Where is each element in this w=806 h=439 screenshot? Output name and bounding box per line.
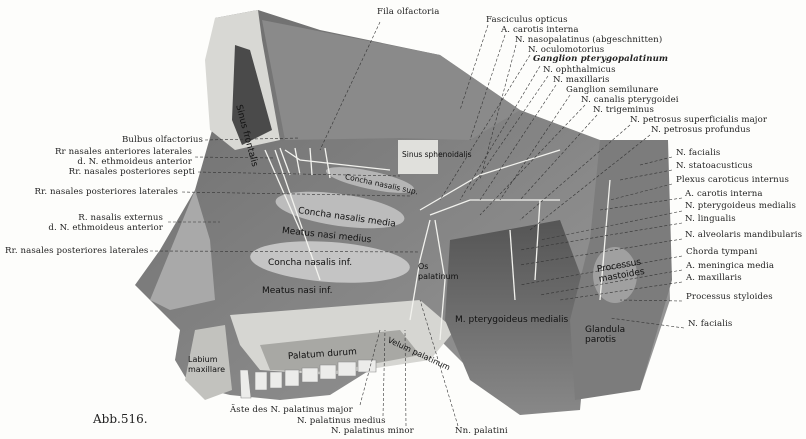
- concha-sup-shape: [325, 167, 415, 193]
- label-n-pterygoideus-medialis: N. pterygoideus medialis: [685, 201, 797, 211]
- label-n-petrosus-profundus: N. petrosus profundus: [651, 125, 751, 135]
- label-n-canalis-pterygoidei: N. canalis pterygoidei: [581, 95, 679, 105]
- sinus-sphenoidalis-shape: [398, 140, 438, 174]
- label-ethmoideus-anterior-2: d. N. ethmoideus anterior: [48, 223, 163, 233]
- label-ethmoideus-anterior-1: d. N. ethmoideus anterior: [77, 157, 192, 167]
- label-a-carotis-interna-2: A. carotis interna: [685, 189, 763, 199]
- label-aeste-palatinus-major: Äste des N. palatinus major: [230, 405, 353, 415]
- label-rr-nasales-anteriores: Rr nasales anteriores laterales: [54, 147, 192, 157]
- label-n-palatinus-medius: N. palatinus medius: [297, 416, 386, 426]
- inner-label-os-palatinum: Os palatinum: [418, 262, 459, 281]
- palatum-durum-shape: [260, 330, 420, 372]
- mastoid-shape: [593, 247, 637, 303]
- label-n-maxillaris: N. maxillaris: [553, 75, 610, 85]
- label-rr-nasales-posteriores-laterales-2: Rr. nasales posteriores laterales: [5, 246, 149, 256]
- teeth: [239, 359, 377, 399]
- label-processus-styloides: Processus styloides: [686, 292, 773, 302]
- label-fila-olfactoria: Fila olfactoria: [377, 7, 440, 17]
- inner-label-parotis: Glandula parotis: [585, 325, 626, 345]
- inner-label-meatus-inf: Meatus nasi inf.: [262, 286, 333, 296]
- label-n-alveolaris-mandibularis: N. alveolaris mandibularis: [685, 230, 803, 240]
- label-n-trigeminus: N. trigeminus: [593, 105, 655, 115]
- label-n-petrosus-superficialis-major: N. petrosus superficialis major: [630, 115, 768, 125]
- label-nn-palatini: Nn. palatini: [455, 426, 508, 436]
- pterygoid-muscle: [445, 220, 590, 415]
- label-rr-nasales-posteriores-laterales-1: Rr. nasales posteriores laterales: [34, 187, 178, 197]
- label-n-lingualis: N. lingualis: [685, 214, 736, 224]
- label-n-facialis-2: N. facialis: [688, 319, 733, 329]
- label-ganglion-pterygopalatinum: Ganglion pterygopalatinum: [533, 54, 669, 64]
- inner-label-concha-inf: Concha nasalis inf.: [268, 258, 353, 268]
- label-plexus-caroticus-internus: Plexus caroticus internus: [676, 175, 789, 185]
- label-n-oculomotorius: N. oculomotorius: [528, 45, 605, 55]
- label-n-ophthalmicus: N. ophthalmicus: [543, 65, 616, 75]
- label-n-facialis-1: N. facialis: [676, 148, 721, 158]
- inner-label-labium: Labium maxillare: [188, 355, 226, 374]
- leader-lines: [149, 21, 685, 427]
- inner-label-sinus-sphenoidalis: Sinus sphenoidalis: [402, 150, 472, 159]
- lip: [185, 325, 232, 400]
- sinus-frontalis-shape: [232, 45, 272, 145]
- nose: [150, 190, 215, 310]
- label-n-statoacusticus: N. statoacusticus: [676, 161, 753, 171]
- inner-label-pterygoideus: M. pterygoideus medialis: [455, 315, 569, 325]
- nerves: [264, 147, 611, 341]
- label-r-nasalis-externus: R. nasalis externus: [78, 213, 163, 223]
- label-bulbus-olfactorius: Bulbus olfactorius: [121, 135, 203, 145]
- label-n-nasopalatinus: N. nasopalatinus (abgeschnitten): [515, 35, 663, 45]
- label-ganglion-semilunare: Ganglion semilunare: [566, 85, 659, 95]
- cranial-fossa: [262, 20, 520, 140]
- label-a-maxillaris: A. maxillaris: [686, 273, 742, 283]
- label-a-carotis-interna-1: A. carotis interna: [501, 25, 579, 35]
- label-chorda-tympani: Chorda tympani: [686, 247, 758, 257]
- label-a-meningica-media: A. meningica media: [686, 261, 775, 271]
- figure-number: Abb.516.: [93, 412, 148, 426]
- concha-media-shape: [275, 191, 405, 229]
- label-fasciculus-opticus: Fasciculus opticus: [486, 15, 568, 25]
- label-rr-nasales-posteriores-septi: Rr. nasales posteriores septi: [68, 167, 195, 177]
- label-n-palatinus-minor: N. palatinus minor: [331, 426, 414, 436]
